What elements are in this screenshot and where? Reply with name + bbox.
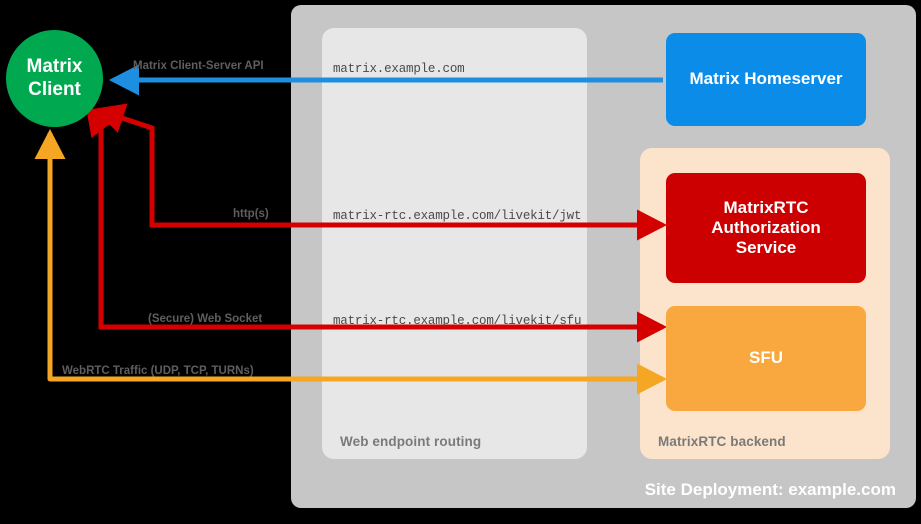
web-endpoint-routing-label: Web endpoint routing <box>340 434 482 449</box>
matrixrtc-backend-label: MatrixRTC backend <box>658 434 786 449</box>
edge-label-webrtc-traffic: WebRTC Traffic (UDP, TCP, TURNs) <box>62 365 254 377</box>
node-matrixrtc-authorization-service: MatrixRTC Authorization Service <box>666 173 866 283</box>
edge-label-websocket: (Secure) Web Socket <box>148 313 263 325</box>
web-endpoint-routing-panel: Web endpoint routing <box>322 28 587 459</box>
edge-endpoint-jwt: matrix-rtc.example.com/livekit/jwt <box>333 209 582 223</box>
node-matrix-client: Matrix Client <box>6 30 103 127</box>
node-sfu: SFU <box>666 306 866 411</box>
node-auth-line1: MatrixRTC <box>723 197 809 217</box>
site-deployment-label: Site Deployment: example.com <box>644 480 896 499</box>
node-sfu-label: SFU <box>749 348 783 368</box>
node-matrix-homeserver-label: Matrix Homeserver <box>689 69 843 89</box>
edge-label-client-server-api: Matrix Client-Server API <box>133 60 264 72</box>
node-matrix-client-line1: Matrix <box>26 56 83 78</box>
node-matrix-homeserver: Matrix Homeserver <box>666 33 866 126</box>
edge-webrtc-media <box>34 128 663 382</box>
edge-label-https: http(s) <box>233 208 269 220</box>
edge-endpoint-sfu: matrix-rtc.example.com/livekit/sfu <box>333 314 582 328</box>
edge-jwt-service <box>94 103 663 228</box>
edge-endpoint-matrix-domain: matrix.example.com <box>333 62 465 76</box>
node-auth-line2: Authorization <box>711 217 821 237</box>
node-matrix-client-line2: Client <box>28 78 81 100</box>
node-auth-line3: Service <box>735 238 797 258</box>
